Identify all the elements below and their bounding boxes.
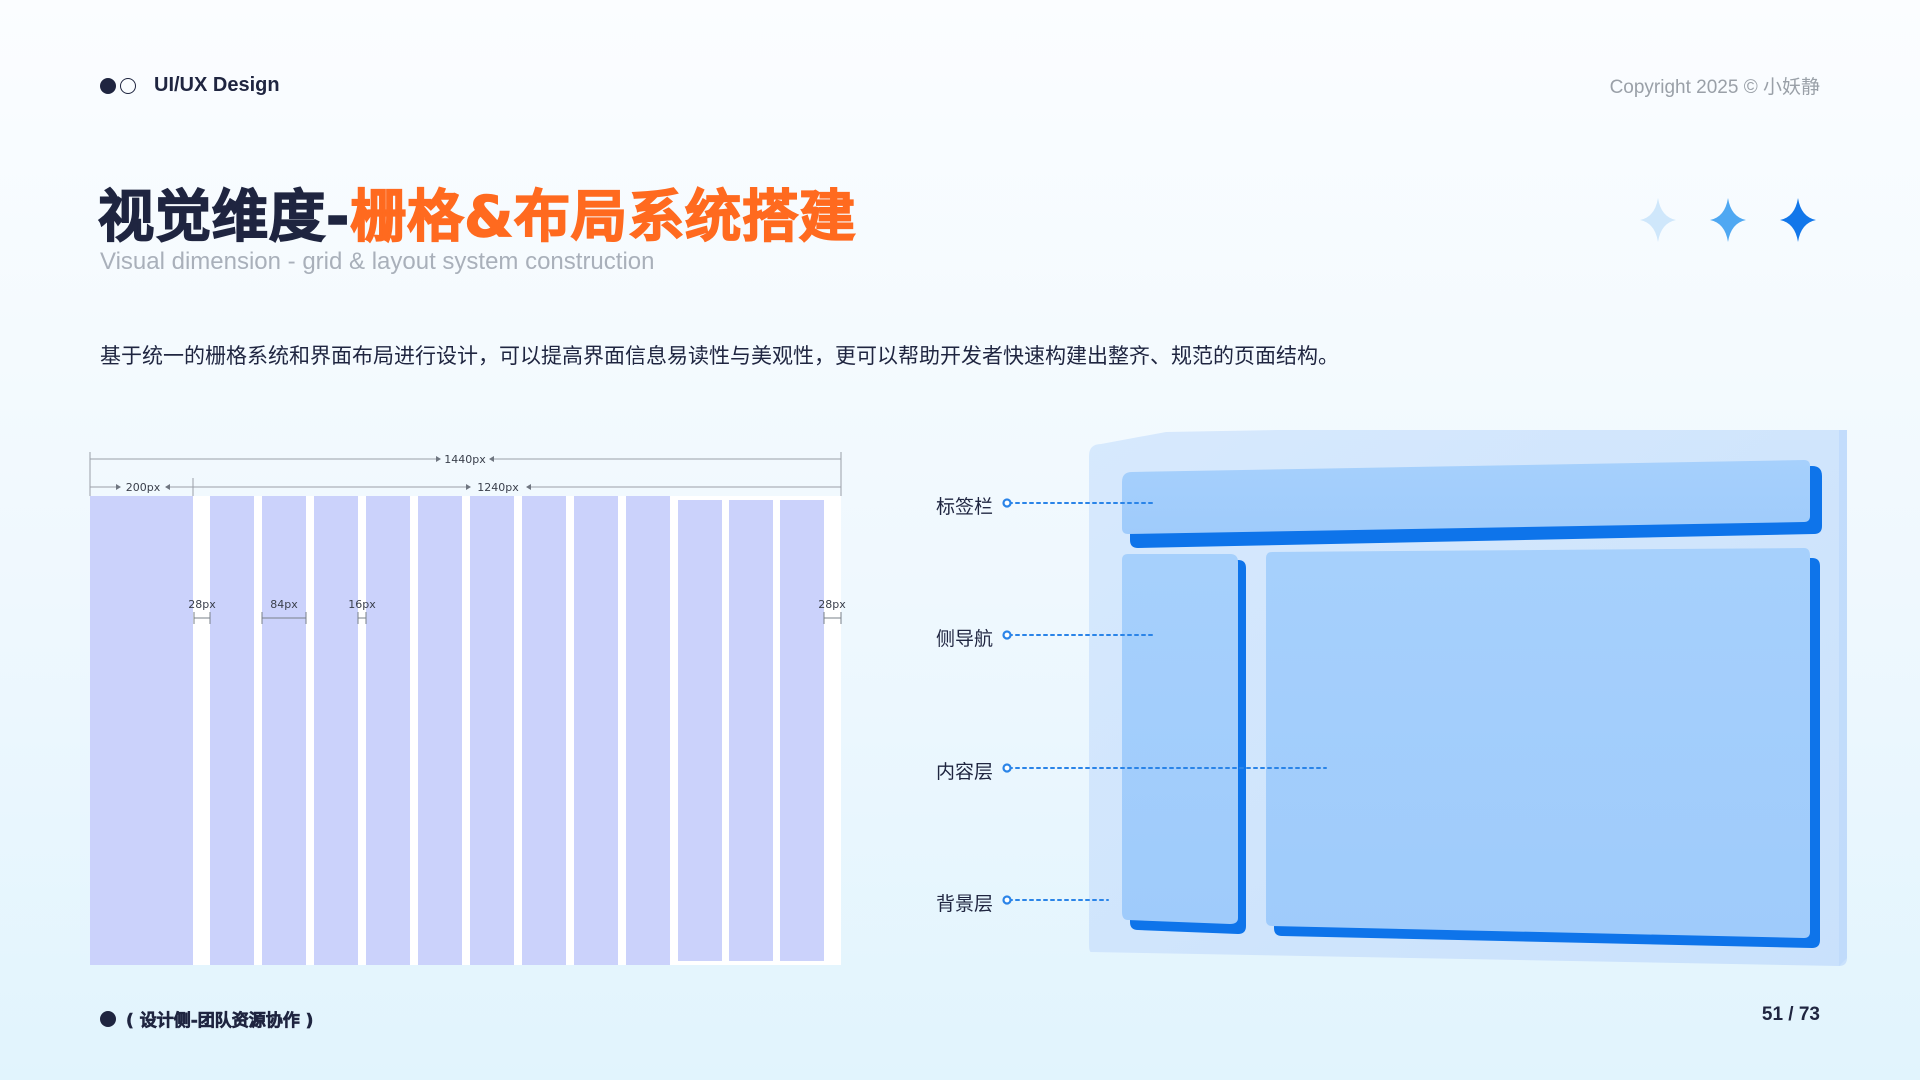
grid-column <box>418 496 462 965</box>
brand-label: UI/UX Design <box>154 74 280 96</box>
grid-column <box>210 496 254 965</box>
dimension-total <box>89 452 842 496</box>
connector-dot <box>1002 498 1012 508</box>
grid-column <box>366 496 410 965</box>
tab-bar-panel <box>1122 460 1810 534</box>
sparkle-medium-icon <box>1710 198 1746 242</box>
title-main: 视觉维度- <box>97 184 351 251</box>
column-width-label: 84px <box>270 598 298 611</box>
content-width-label: 1240px <box>477 481 519 494</box>
grid-column <box>522 496 566 965</box>
header-brand: UI/UX Design <box>100 74 280 97</box>
page-number: 51 / 73 <box>1761 1004 1820 1025</box>
sparkle-light-icon <box>1640 198 1676 242</box>
side-nav-label: 侧导航 <box>936 628 994 650</box>
sidebar-width-label: 200px <box>126 481 161 494</box>
grid-columns <box>210 496 824 965</box>
grid-column <box>262 496 306 965</box>
content-layer-panel <box>1266 548 1810 938</box>
grid-column <box>626 496 670 965</box>
grid-sidebar-column <box>90 496 193 965</box>
hollow-dot-icon <box>120 77 136 94</box>
grid-column <box>729 500 773 961</box>
background-layer-label: 背景层 <box>936 893 994 915</box>
connector-dot <box>1002 630 1012 640</box>
footer-section-label: ( 设计侧-团队资源协作 ) <box>126 1011 314 1032</box>
copyright-text: Copyright 2025 © 小妖静 <box>1609 77 1820 98</box>
margin-left-label: 28px <box>188 598 216 611</box>
dimension-split <box>90 478 841 496</box>
connector-dot <box>1002 763 1012 773</box>
margin-right-label: 28px <box>818 598 846 611</box>
gutter-label: 16px <box>348 598 376 611</box>
connector-dot <box>1002 895 1012 905</box>
tab-bar-label: 标签栏 <box>936 496 994 518</box>
page-title: 视觉维度-栅格&布局系统搭建 <box>97 172 857 253</box>
content-layer-label: 内容层 <box>936 761 994 783</box>
side-nav-panel <box>1122 554 1238 924</box>
description-text: 基于统一的栅格系统和界面布局进行设计，可以提高界面信息易读性与美观性，更可以帮助… <box>100 344 1339 368</box>
grid-column <box>678 500 722 961</box>
footer-section: ( 设计侧-团队资源协作 ) <box>100 1006 314 1032</box>
layout-diagram <box>920 420 1850 980</box>
title-accent: 栅格&布局系统搭建 <box>350 184 857 251</box>
grid-column <box>574 496 618 965</box>
grid-diagram: 1440px 200px 1240px 28px <box>86 440 856 970</box>
page-subtitle: Visual dimension - grid & layout system … <box>100 248 655 275</box>
grid-column <box>314 496 358 965</box>
grid-page-background <box>90 496 841 965</box>
footer-dot-icon <box>100 1010 116 1027</box>
grid-column <box>470 496 514 965</box>
grid-column <box>780 500 824 961</box>
sparkle-dark-icon <box>1780 198 1816 242</box>
total-width-label: 1440px <box>444 453 486 466</box>
filled-dot-icon <box>100 77 116 94</box>
sparkles-decoration <box>1640 196 1820 244</box>
